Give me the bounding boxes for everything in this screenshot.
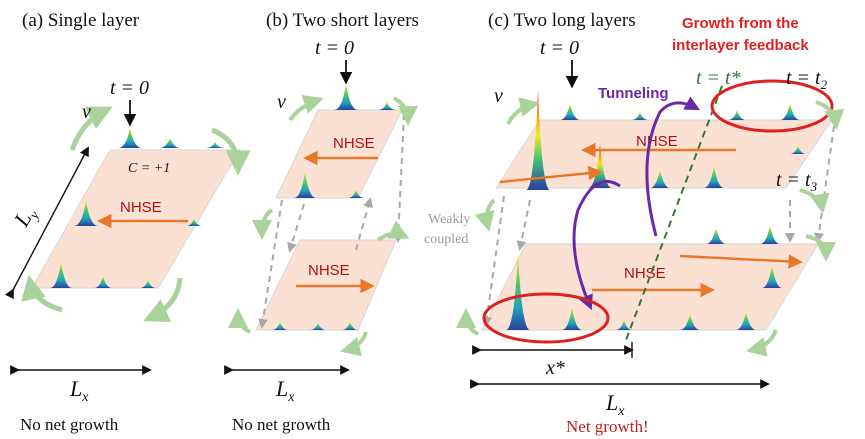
gaussian-peak-icon bbox=[790, 146, 806, 154]
t0-label-c: t = 0 bbox=[540, 37, 579, 59]
panel-c-bottom: Net growth! bbox=[566, 417, 649, 436]
lx-label-b: Lx bbox=[275, 376, 295, 405]
nhse-arrow-c-lower-2 bbox=[679, 254, 803, 269]
gaussian-peak-icon bbox=[680, 314, 700, 330]
gaussian-peak-icon bbox=[632, 112, 648, 120]
nhse-label-b-upper: NHSE bbox=[333, 135, 375, 152]
edge-arrow-icon bbox=[506, 97, 540, 125]
gaussian-peak-icon bbox=[186, 219, 202, 226]
panel-a-bottom: No net growth bbox=[20, 415, 119, 434]
gaussian-peak-icon bbox=[294, 172, 316, 198]
velocity-label-c: v bbox=[494, 85, 503, 107]
xstar-label: x* bbox=[545, 357, 565, 379]
edge-arrow-icon bbox=[746, 329, 778, 357]
gaussian-peak-icon bbox=[706, 228, 726, 244]
t2-label: t = t2 bbox=[786, 67, 828, 92]
panel-b-bottom: No net growth bbox=[232, 415, 331, 434]
growth-circle-lower bbox=[482, 292, 610, 344]
coupling-dash bbox=[516, 199, 531, 251]
t0-label: t = 0 bbox=[110, 77, 149, 99]
edge-arrow-icon bbox=[143, 277, 183, 322]
nhse-label-b-lower: NHSE bbox=[308, 262, 350, 279]
edge-arrow-icon bbox=[252, 208, 274, 240]
nhse-label: NHSE bbox=[120, 199, 162, 216]
lx-label: Lx bbox=[69, 376, 89, 405]
gaussian-peak-icon bbox=[334, 84, 358, 110]
gaussian-peak-icon bbox=[160, 138, 180, 148]
edge-arrow-icon bbox=[815, 100, 845, 130]
gaussian-peak-icon bbox=[760, 226, 780, 244]
coupling-dash bbox=[355, 197, 373, 251]
gaussian-peak-icon bbox=[342, 322, 358, 330]
gaussian-peak-icon bbox=[348, 190, 364, 198]
gaussian-peak-icon bbox=[728, 110, 746, 120]
nhse-arrow-c-upper-2 bbox=[499, 165, 603, 184]
t3-label: t = t3 bbox=[776, 169, 818, 194]
gaussian-peak-icon bbox=[272, 322, 288, 330]
panel-c-title: (c) Two long layers bbox=[488, 10, 636, 31]
velocity-label-b: v bbox=[277, 91, 286, 113]
gaussian-peak-icon bbox=[780, 104, 800, 120]
gaussian-peak-icon bbox=[526, 90, 550, 190]
edge-arrow-icon bbox=[340, 331, 368, 357]
gaussian-peak-icon bbox=[562, 308, 582, 330]
panel-a-title: (a) Single layer bbox=[22, 10, 140, 31]
gaussian-peak-icon bbox=[704, 166, 724, 188]
gaussian-peak-icon bbox=[74, 200, 98, 226]
ly-label: Ly bbox=[8, 201, 43, 233]
t0-label-b: t = 0 bbox=[315, 37, 354, 59]
gaussian-peak-icon bbox=[378, 102, 396, 110]
edge-arrow-icon bbox=[805, 234, 836, 262]
coupling-dash bbox=[814, 125, 835, 243]
chern-label: C = +1 bbox=[128, 161, 170, 176]
tunneling-arrow bbox=[645, 96, 700, 237]
tstar-label: t = t* bbox=[696, 67, 741, 89]
edge-arrow-icon bbox=[288, 94, 324, 122]
nhse-label-c-upper: NHSE bbox=[636, 133, 678, 150]
gaussian-peak-icon bbox=[650, 170, 670, 188]
tunneling-arrow bbox=[572, 180, 621, 311]
gaussian-peak-icon bbox=[50, 262, 72, 288]
velocity-label: v bbox=[82, 101, 91, 123]
growth-line-1: Growth from the bbox=[682, 15, 799, 32]
edge-arrow-icon bbox=[456, 308, 479, 336]
edge-arrow-icon bbox=[392, 96, 418, 126]
panel-a: (a) Single layer Ly v t = 0 C = +1 NHSE bbox=[5, 10, 251, 434]
coupling-dash bbox=[393, 113, 405, 243]
growth-line-2: interlayer feedback bbox=[672, 37, 809, 54]
gaussian-peak-icon bbox=[94, 276, 112, 288]
edge-arrow-icon bbox=[799, 188, 830, 214]
panel-c: (c) Two long layers Growth from the inte… bbox=[456, 10, 845, 436]
gaussian-peak-icon bbox=[762, 266, 782, 288]
tstar-line bbox=[625, 85, 723, 341]
gaussian-peak-icon bbox=[736, 312, 756, 330]
gaussian-peak-icon bbox=[506, 254, 530, 330]
gaussian-peak-icon bbox=[206, 142, 224, 148]
panel-b: (b) Two short layers t = 0 v NHSE NHSE W… bbox=[224, 10, 470, 434]
gaussian-peak-icon bbox=[118, 128, 142, 148]
gaussian-peak-icon bbox=[140, 280, 156, 288]
gaussian-peak-icon bbox=[616, 320, 632, 330]
gaussian-peak-icon bbox=[310, 323, 326, 330]
edge-arrow-icon bbox=[474, 198, 496, 232]
gaussian-peak-icon bbox=[560, 104, 580, 120]
coupling-dash bbox=[287, 203, 305, 253]
lx-label-c: Lx bbox=[605, 390, 625, 419]
panel-b-title: (b) Two short layers bbox=[266, 10, 419, 31]
weak-label-2: coupled bbox=[424, 232, 468, 247]
weak-label-1: Weakly bbox=[428, 212, 470, 227]
upper-short-layer bbox=[275, 109, 403, 199]
edge-arrow-icon bbox=[69, 106, 113, 151]
edge-arrow-icon bbox=[228, 308, 251, 334]
edge-arrow-icon bbox=[211, 127, 251, 176]
tunneling-label: Tunneling bbox=[598, 85, 669, 102]
growth-circle-upper bbox=[710, 79, 834, 133]
nhse-label-c-lower: NHSE bbox=[624, 265, 666, 282]
edge-arrow-icon bbox=[376, 220, 410, 242]
ly-arrow bbox=[5, 146, 89, 300]
